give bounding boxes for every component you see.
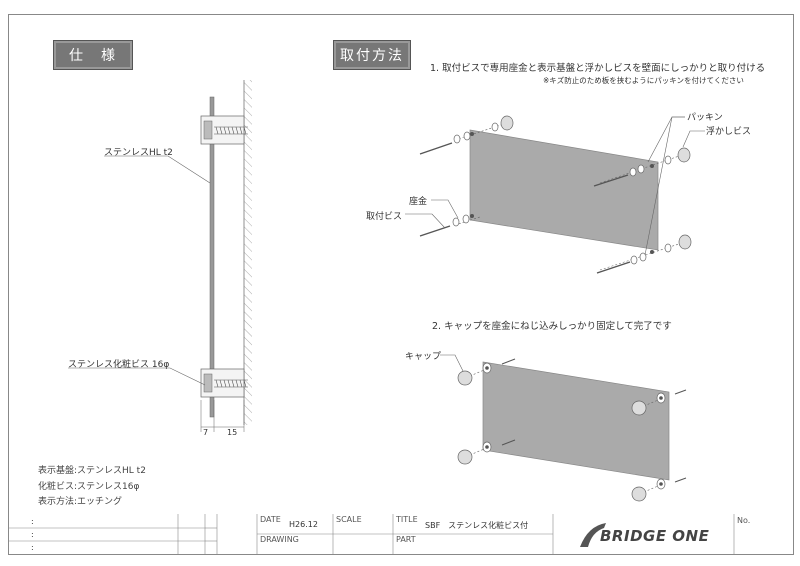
no-label: No. — [737, 516, 751, 525]
drawing-frame — [8, 14, 794, 555]
panel-side — [209, 96, 215, 418]
date-value: H26.12 — [289, 520, 318, 529]
panel-label: ステンレスHL t2 — [104, 148, 173, 158]
bridge-one-logo-mark — [580, 523, 606, 547]
dim-right: 15 — [227, 428, 238, 437]
screw-label: ステンレス化粧ビス 16φ — [68, 360, 170, 370]
step1-text: 1. 取付ビスで専用座金と表示基盤と浮かしビスを壁面にしっかりと取り付ける — [430, 63, 766, 74]
method-header: 取付方法 — [333, 40, 411, 70]
spec-header: 仕 様 — [53, 40, 133, 70]
caps — [457, 370, 647, 502]
mount-screw-label: 取付ビス — [366, 212, 403, 222]
panel-3d-assembled — [482, 361, 670, 481]
step2-assembled-view — [440, 354, 687, 502]
cap-label: キャップ — [405, 352, 442, 362]
drawing-label: DRAWING — [260, 535, 299, 544]
side-view — [68, 80, 252, 432]
float-screw-label: 浮かしビス — [706, 127, 752, 137]
step1-note: ※キズ防止のため板を挟むようにパッキンを付けてください — [543, 76, 744, 85]
panel-3d — [469, 129, 659, 251]
title-value: SBF ステンレス化粧ビス付 — [425, 521, 529, 530]
washer-label: 座金 — [409, 197, 428, 207]
row-mark: : — [31, 517, 34, 526]
step2-text: 2. キャップを座金にねじ込みしっかり固定して完了です — [432, 321, 672, 332]
date-label: DATE — [260, 515, 281, 524]
step1-exploded-view — [405, 115, 705, 274]
row-mark: : — [31, 530, 34, 539]
spec-line: 表示基盤:ステンレスHL t2 — [38, 466, 146, 476]
wall-hatch — [244, 80, 252, 425]
title-label: TITLE — [396, 515, 418, 524]
spec-line: 化粧ビス:ステンレス16φ — [38, 482, 140, 492]
title-block-grid — [8, 514, 735, 555]
packing-label: パッキン — [687, 113, 723, 123]
dim-left: 7 — [203, 428, 209, 437]
scale-label: SCALE — [336, 515, 362, 524]
part-label: PART — [396, 535, 416, 544]
bridge-one-logo: BRIDGE ONE — [600, 527, 710, 545]
spec-line: 表示方法:エッチング — [38, 497, 123, 507]
row-mark: : — [31, 543, 34, 552]
